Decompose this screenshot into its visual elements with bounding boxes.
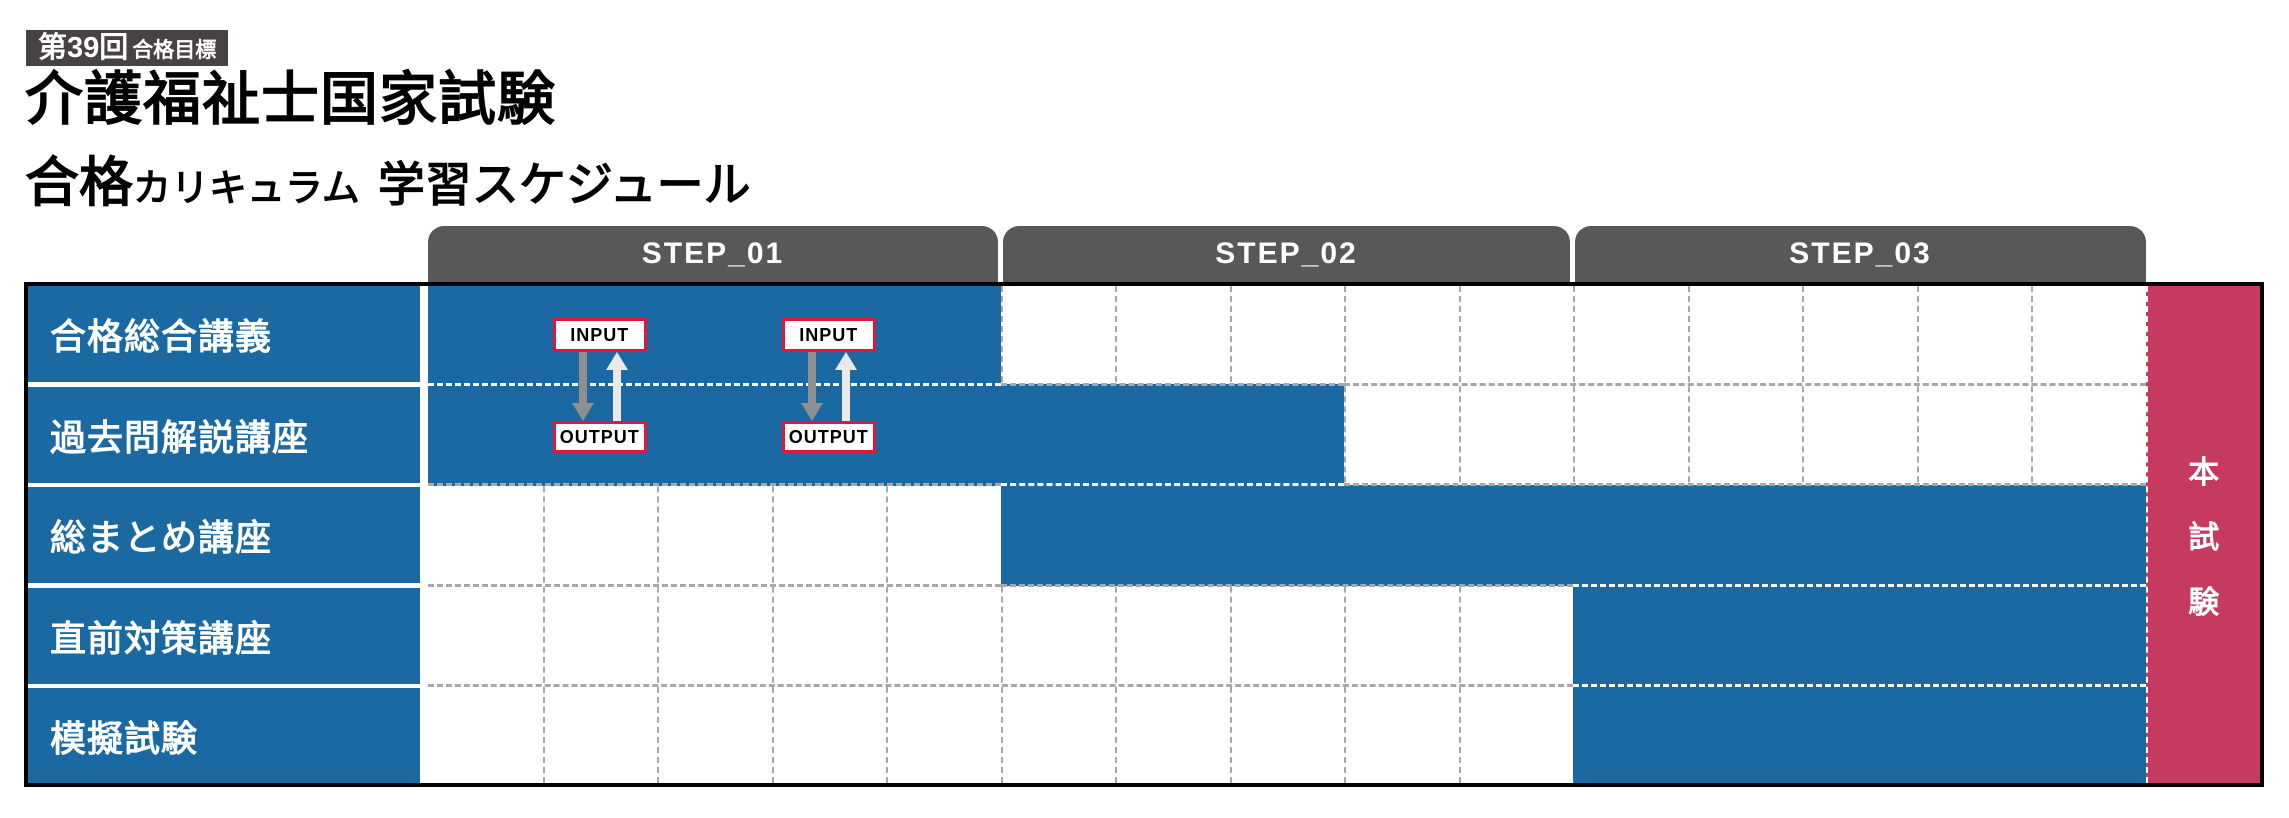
subtitle-lead: 合格 xyxy=(25,153,133,213)
final-exam-char: 本 xyxy=(2188,455,2220,490)
row-boundary-dash xyxy=(1000,382,1344,386)
row-boundary-dash xyxy=(428,684,1573,688)
grid-vline xyxy=(657,286,659,783)
row-boundary-dash xyxy=(428,382,1001,386)
row-label-1: 合格総合講義 xyxy=(28,286,420,382)
row-label-2: 過去問解説講座 xyxy=(28,386,420,483)
arrow-down-icon xyxy=(571,352,594,421)
page-subtitle: 合格 カリキュラム 学習スケジュール xyxy=(25,138,751,217)
arrow-up-icon xyxy=(834,352,857,421)
arrow-up-icon xyxy=(605,352,628,421)
row-boundary-dash xyxy=(428,483,1001,487)
row-label-3: 総まとめ講座 xyxy=(28,487,420,583)
target-badge: 第39回 合格目標 xyxy=(26,30,229,66)
page-title: 介護福祉士国家試験 xyxy=(25,67,557,132)
grid-vline xyxy=(886,286,888,783)
grid-vline xyxy=(542,286,545,783)
output-box-2: OUTPUT xyxy=(781,421,876,453)
badge-round-label: 第39回 xyxy=(38,32,129,64)
schedule-bar-5 xyxy=(1573,688,2146,783)
step-header-2: STEP_02 xyxy=(1003,226,1570,282)
schedule-bar-4 xyxy=(1573,587,2146,684)
schedule-table: 合格総合講義過去問解説講座総まとめ講座直前対策講座模擬試験 本試験 INPUT OUT… xyxy=(24,282,2264,787)
input-box-2: INPUT xyxy=(781,318,876,352)
final-exam-char: 試 xyxy=(2188,520,2220,555)
badge-goal-label: 合格目標 xyxy=(132,39,217,62)
final-exam-column: 本試験 xyxy=(2145,286,2260,783)
subtitle-tail: 学習スケジュール xyxy=(377,158,751,211)
grid-vline xyxy=(771,286,774,783)
step-header-1: STEP_01 xyxy=(428,226,998,282)
step-header-3: STEP_03 xyxy=(1575,226,2146,282)
row-boundary-dash xyxy=(1344,483,2146,487)
row-boundary-dash xyxy=(1344,382,2146,386)
row-boundary-dash xyxy=(1000,483,1344,487)
subtitle-mid: カリキュラム xyxy=(133,168,360,210)
row-boundary-dash xyxy=(1573,684,2146,688)
arrow-down-icon xyxy=(800,352,823,421)
input-box-1: INPUT xyxy=(552,318,647,352)
output-box-1: OUTPUT xyxy=(552,421,647,453)
schedule-bar-1 xyxy=(428,286,1001,382)
row-label-5: 模擬試験 xyxy=(28,688,420,783)
row-boundary-dash xyxy=(1573,583,2146,587)
schedule-bar-3 xyxy=(1000,487,2146,583)
row-label-4: 直前対策講座 xyxy=(28,587,420,684)
row-boundary-dash xyxy=(428,583,1001,587)
row-boundary-dash xyxy=(1000,583,1573,587)
schedule-table-body: 合格総合講義過去問解説講座総まとめ講座直前対策講座模擬試験 本試験 INPUT OUT… xyxy=(28,286,2260,783)
final-exam-char: 験 xyxy=(2188,585,2220,620)
